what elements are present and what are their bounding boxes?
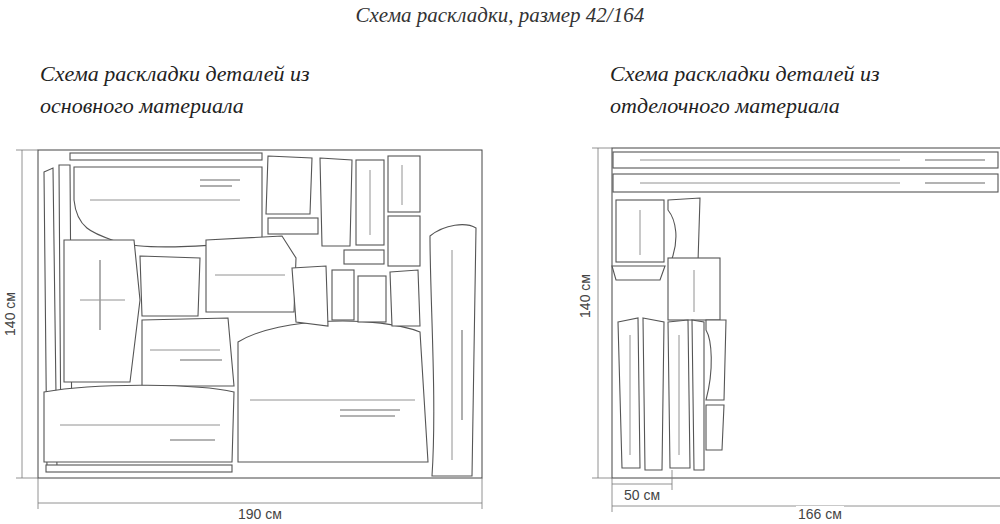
pattern-piece: [390, 270, 420, 326]
pattern-piece: [668, 258, 720, 320]
grain-line: [679, 335, 680, 455]
pattern-piece: [706, 405, 724, 450]
dimension-label: 140 см: [2, 290, 18, 338]
dimension-lines: [16, 148, 1000, 512]
grain-line: [452, 250, 453, 460]
dimension-line: [598, 148, 599, 478]
pattern-piece: [706, 320, 726, 400]
marking: [180, 359, 222, 361]
marking: [340, 415, 395, 417]
marking: [925, 159, 985, 161]
marking: [99, 260, 101, 330]
grain-line: [402, 165, 403, 205]
pattern-pieces: [44, 153, 476, 476]
pattern-piece: [206, 236, 296, 312]
dimension-label: 190 см: [236, 506, 284, 522]
pattern-piece: [612, 266, 665, 280]
grain-line: [60, 425, 220, 426]
pattern-piece: [692, 320, 704, 470]
grain-lines: [630, 160, 985, 455]
grain-line: [80, 300, 125, 301]
diagram-title: Схема раскладки, размер 42/164: [356, 3, 645, 28]
pattern-piece: [46, 465, 232, 472]
pattern-piece: [618, 318, 640, 468]
pattern-piece: [430, 225, 476, 476]
pattern-piece: [668, 198, 700, 264]
pattern-piece: [74, 167, 262, 247]
pattern-pieces: [612, 152, 998, 470]
pattern-piece: [613, 152, 998, 168]
pattern-piece: [238, 321, 428, 462]
grain-line: [90, 200, 240, 201]
extension-line: [612, 478, 613, 512]
section-heading: Схема раскладки деталей из отделочного м…: [610, 58, 950, 122]
piece-markings: [100, 180, 462, 440]
pattern-piece: [344, 250, 384, 264]
grain-line: [640, 210, 641, 255]
marking: [170, 439, 215, 441]
grain-line: [150, 350, 220, 351]
dimension-label: 140 см: [577, 272, 593, 320]
extension-line: [592, 478, 612, 479]
pattern-piece: [292, 266, 328, 326]
dimension-line: [38, 503, 482, 504]
pattern-piece: [142, 318, 234, 386]
grain-line: [370, 170, 371, 235]
marking: [340, 409, 400, 411]
grain-lines: [60, 165, 452, 460]
dimension-line: [612, 484, 672, 485]
pattern-piece: [64, 240, 140, 382]
pattern-piece: [356, 160, 384, 245]
dimension-line: [22, 150, 23, 478]
grain-line: [250, 400, 415, 401]
marking: [200, 185, 232, 187]
extension-line: [16, 150, 38, 151]
extension-line: [482, 478, 483, 509]
pattern-piece: [668, 320, 690, 468]
extension-line: [672, 470, 673, 490]
pattern-piece: [268, 218, 318, 234]
dimension-label: 166 см: [796, 506, 844, 522]
extension-line: [16, 478, 38, 479]
pattern-piece: [613, 174, 998, 192]
pattern-piece: [44, 385, 234, 462]
grain-line: [215, 275, 285, 276]
grain-line: [694, 270, 695, 312]
section-heading: Схема раскладки деталей из основного мат…: [40, 58, 380, 122]
dimension-label: 50 см: [622, 487, 662, 503]
extension-line: [592, 148, 612, 149]
grain-line: [640, 160, 900, 161]
fabric-sheet: [612, 148, 1000, 478]
marking: [200, 179, 240, 181]
pattern-piece: [388, 216, 420, 266]
pattern-piece: [332, 270, 354, 320]
pattern-piece: [358, 276, 386, 322]
pattern-piece: [320, 158, 352, 246]
pattern-piece: [643, 318, 664, 470]
grain-line: [630, 335, 631, 455]
pattern-piece: [616, 200, 664, 262]
pattern-piece: [266, 156, 312, 214]
pattern-piece: [70, 153, 262, 160]
grain-line: [640, 183, 900, 184]
marking: [925, 182, 985, 184]
fabric-sheet: [38, 150, 482, 478]
pattern-piece: [388, 156, 420, 212]
extension-line: [38, 478, 39, 509]
pattern-piece: [140, 256, 200, 316]
marking: [461, 330, 463, 420]
